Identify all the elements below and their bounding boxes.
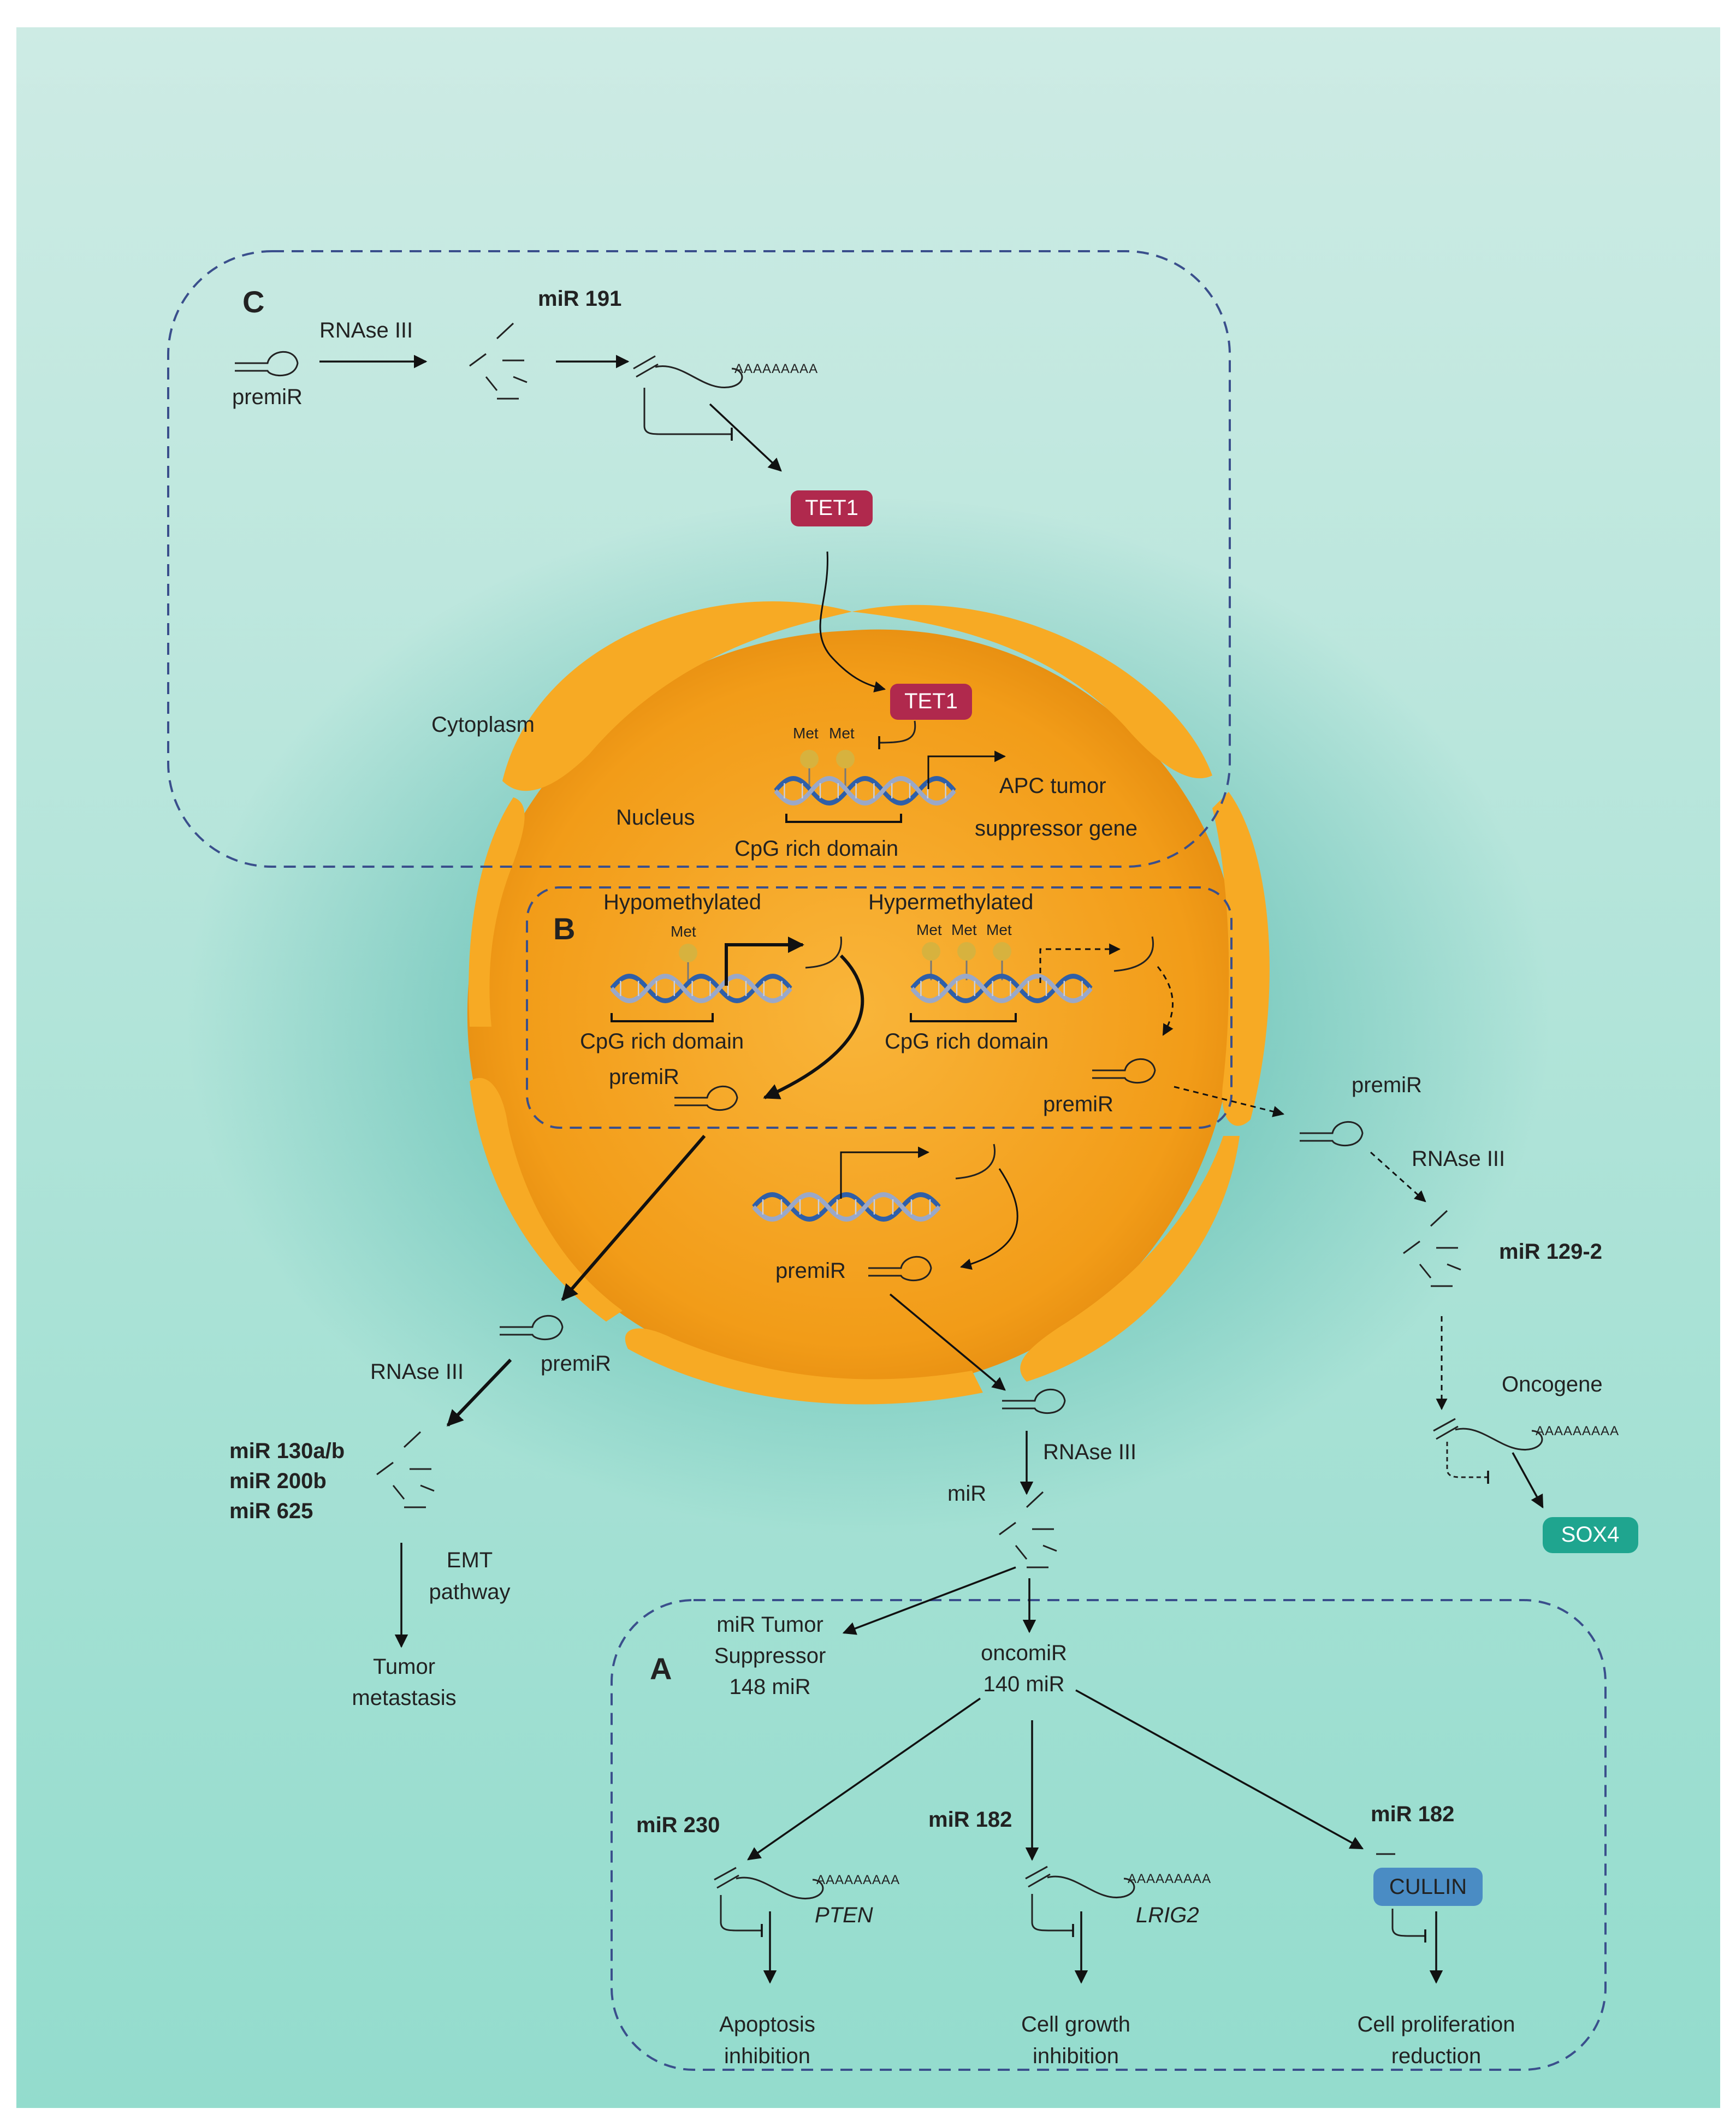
emt-line1: EMT bbox=[447, 1548, 493, 1572]
panel-c-tet1-label: TET1 bbox=[805, 496, 858, 520]
hyper-premir-label: premiR bbox=[1043, 1092, 1113, 1116]
hyper-met-label-2: Met bbox=[951, 921, 977, 938]
mir182-label-b: miR 182 bbox=[1371, 1802, 1454, 1826]
nucleus-label: Nucleus bbox=[616, 806, 695, 830]
panel-label-a: A bbox=[650, 1651, 672, 1686]
apc-label-line2: suppressor gene bbox=[975, 816, 1137, 840]
lrig2-mrna-icon bbox=[1025, 1866, 1135, 1899]
left-rnase-label: RNAse III bbox=[370, 1360, 464, 1384]
oncogene-label: Oncogene bbox=[1502, 1372, 1603, 1396]
pten-label: PTEN bbox=[815, 1903, 873, 1927]
hyper-met-label-1: Met bbox=[916, 921, 942, 938]
nucleus bbox=[467, 601, 1270, 1405]
mir230-label: miR 230 bbox=[636, 1813, 720, 1837]
supp-line3: 148 miR bbox=[730, 1675, 811, 1699]
panel-c-mrna-icon bbox=[633, 355, 743, 389]
supp-line2: Suppressor bbox=[714, 1644, 826, 1668]
tumor-line2: metastasis bbox=[352, 1686, 456, 1710]
right-rnase-label: RNAse III bbox=[1412, 1147, 1505, 1171]
hypo-cpg-label: CpG rich domain bbox=[580, 1029, 744, 1053]
nucleus-met-label-1: Met bbox=[793, 725, 819, 742]
hypomethylated-label: Hypomethylated bbox=[603, 890, 761, 914]
panel-a-border bbox=[611, 1599, 1607, 2071]
nucleus-met-label-2: Met bbox=[829, 725, 855, 742]
left-mir-line1: miR 130a/b bbox=[229, 1439, 345, 1463]
emt-line2: pathway bbox=[429, 1580, 511, 1604]
methyl-group-icon bbox=[800, 750, 855, 786]
hyper-met-label-3: Met bbox=[986, 921, 1012, 938]
lrig2-label: LRIG2 bbox=[1136, 1903, 1199, 1927]
hypo-premir-label: premiR bbox=[609, 1065, 679, 1089]
right-polya: AAAAAAAAA bbox=[1536, 1424, 1619, 1438]
sox4-label: SOX4 bbox=[1561, 1523, 1620, 1547]
pten-mrna-icon bbox=[714, 1867, 824, 1900]
apc-label-line1: APC tumor bbox=[999, 774, 1106, 798]
proliferation-line2: reduction bbox=[1391, 2044, 1482, 2068]
left-premir-label: premiR bbox=[541, 1352, 611, 1376]
proliferation-line1: Cell proliferation bbox=[1357, 2012, 1515, 2036]
hypermethylated-label: Hypermethylated bbox=[868, 890, 1033, 914]
center-premir-label: premiR bbox=[775, 1259, 846, 1283]
bottom-rnase-label: RNAse III bbox=[1043, 1440, 1136, 1464]
apoptosis-line2: inhibition bbox=[724, 2044, 810, 2068]
tumor-line1: Tumor bbox=[373, 1655, 435, 1679]
cullin-box bbox=[1373, 1868, 1483, 1906]
growth-line1: Cell growth bbox=[1021, 2012, 1130, 2036]
nucleus-tet1-label: TET1 bbox=[904, 689, 958, 713]
oncomir-line1: oncomiR bbox=[981, 1641, 1067, 1665]
mir182-label-a: miR 182 bbox=[928, 1808, 1012, 1832]
panel-c-polya: AAAAAAAAA bbox=[734, 362, 818, 376]
panel-c-rnase-label: RNAse III bbox=[319, 318, 413, 342]
hypo-met-label: Met bbox=[671, 923, 696, 940]
growth-line2: inhibition bbox=[1033, 2044, 1119, 2068]
right-premir-label: premiR bbox=[1352, 1073, 1422, 1097]
panel-label-c: C bbox=[242, 285, 264, 319]
oncomir-line2: 140 miR bbox=[983, 1672, 1065, 1696]
panel-b-border bbox=[526, 886, 1233, 1129]
left-mir-line3: miR 625 bbox=[229, 1499, 313, 1523]
lrig2-polya: AAAAAAAAA bbox=[1128, 1872, 1211, 1886]
cytoplasm-label: Cytoplasm bbox=[431, 713, 535, 737]
hyper-cpg-label: CpG rich domain bbox=[885, 1029, 1048, 1053]
panel-label-b: B bbox=[553, 911, 575, 946]
apoptosis-line1: Apoptosis bbox=[719, 2012, 815, 2036]
left-mir-line2: miR 200b bbox=[229, 1469, 327, 1493]
nucleus-tet1-box bbox=[890, 684, 972, 720]
hyper-methyl-group-icon bbox=[922, 942, 1011, 980]
sox4-box bbox=[1543, 1517, 1638, 1553]
pten-polya: AAAAAAAAA bbox=[816, 1873, 900, 1887]
panel-c-tet1-box bbox=[791, 490, 873, 526]
cullin-label: CULLIN bbox=[1389, 1875, 1467, 1899]
nucleus-cpg-label: CpG rich domain bbox=[734, 837, 898, 861]
bottom-mir-label: miR bbox=[947, 1482, 986, 1506]
panel-c-premir-label: premiR bbox=[232, 385, 303, 409]
supp-line1: miR Tumor bbox=[716, 1613, 823, 1637]
panel-c-mir191: miR 191 bbox=[538, 287, 621, 311]
panel-c-border bbox=[167, 250, 1231, 868]
mir-129-2-label: miR 129-2 bbox=[1499, 1240, 1602, 1264]
right-mrna-icon bbox=[1433, 1418, 1543, 1451]
